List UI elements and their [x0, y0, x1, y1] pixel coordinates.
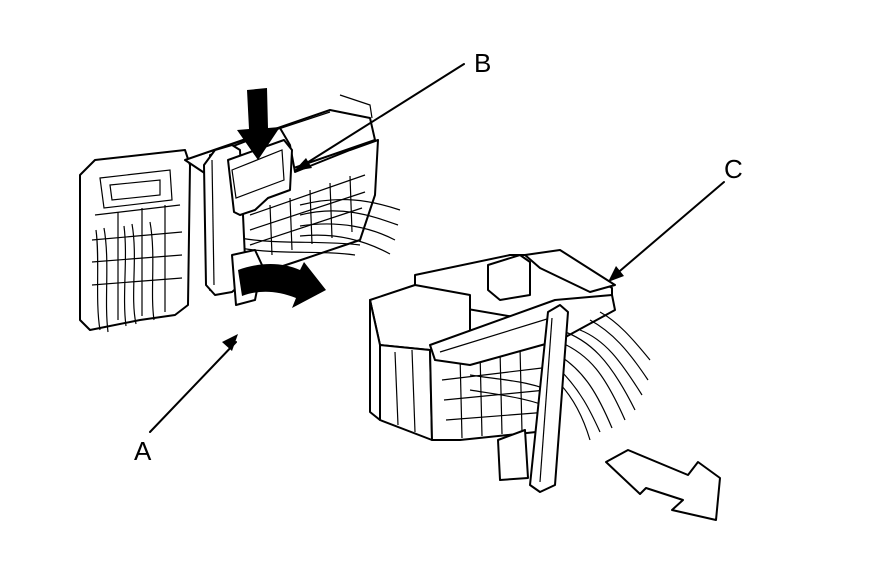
- label-a: A: [134, 436, 152, 466]
- left-connector: [79, 94, 401, 333]
- right-connector: [369, 249, 651, 493]
- callout-c: C: [608, 154, 743, 282]
- label-b: B: [474, 48, 491, 78]
- arrow-down-icon: [237, 88, 280, 160]
- label-c: C: [724, 154, 743, 184]
- hollow-arrow-icon: [605, 449, 721, 521]
- callout-b: B: [294, 48, 491, 171]
- callout-a: A: [134, 334, 238, 466]
- curved-arrow-icon: [238, 262, 326, 308]
